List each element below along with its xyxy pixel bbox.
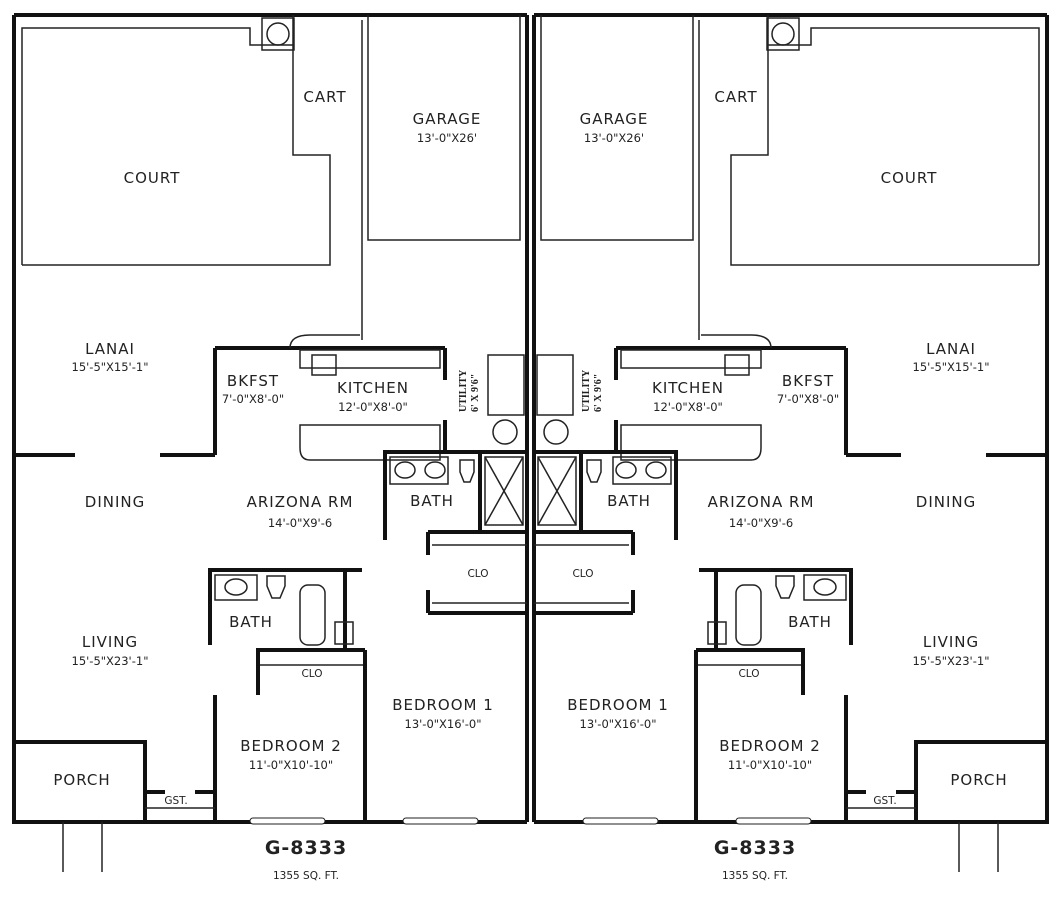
left-utility-label: UTILITY	[458, 369, 469, 412]
right-bkfst-dim-label: 7'-0"X8'-0"	[777, 392, 839, 406]
left-bath1-label: BATH	[410, 492, 454, 510]
right-arizona-label: ARIZONA RM	[708, 493, 815, 511]
right-bath1-label: BATH	[607, 492, 651, 510]
left-lanai-label: LANAI	[85, 340, 135, 358]
left-arizona-label: ARIZONA RM	[247, 493, 354, 511]
left-cart-label: CART	[303, 88, 346, 106]
left-living-dim-label: 15'-5"X23'-1"	[72, 654, 149, 668]
left-bkfst-dim-label: 7'-0"X8'-0"	[222, 392, 284, 406]
right-court-label: COURT	[881, 169, 938, 187]
left-clo1-label: CLO	[467, 568, 488, 580]
left-bedroom1-label: BEDROOM 1	[392, 696, 494, 714]
right-bedroom2-label: BEDROOM 2	[719, 737, 821, 755]
right-area-label: 1355 SQ. FT.	[722, 870, 788, 882]
right-clo1-label: CLO	[572, 568, 593, 580]
left-kitchen-label: KITCHEN	[337, 379, 409, 397]
right-living-label: LIVING	[923, 633, 979, 651]
left-gst-label: GST.	[164, 795, 187, 807]
right-kitchen-dim-label: 12'-0"X8'-0"	[653, 400, 723, 414]
left-living-label: LIVING	[82, 633, 138, 651]
right-bkfst-label: BKFST	[782, 372, 834, 390]
right-cart-label: CART	[714, 88, 757, 106]
right-utility-label: UTILITY	[581, 369, 592, 412]
right-plan-code-label: G-8333	[714, 837, 796, 859]
right-kitchen-label: KITCHEN	[652, 379, 724, 397]
left-plan-code-label: G-8333	[265, 837, 347, 859]
right-garage-label: GARAGE	[580, 110, 649, 128]
left-porch-label: PORCH	[53, 771, 110, 789]
left-garage-label: GARAGE	[413, 110, 482, 128]
right-dining-label: DINING	[916, 493, 976, 511]
left-clo2-label: CLO	[301, 668, 322, 680]
right-garage-dim-label: 13'-0"X26'	[584, 131, 644, 145]
right-clo2-label: CLO	[738, 668, 759, 680]
left-dining-label: DINING	[85, 493, 145, 511]
left-court-label: COURT	[124, 169, 181, 187]
right-arizona-dim-label: 14'-0"X9'-6	[729, 516, 793, 530]
right-bedroom2-dim-label: 11'-0"X10'-10"	[728, 758, 812, 772]
right-bath2-label: BATH	[788, 613, 832, 631]
left-lanai-dim-label: 15'-5"X15'-1"	[72, 360, 149, 374]
right-lanai-label: LANAI	[926, 340, 976, 358]
right-gst-label: GST.	[873, 795, 896, 807]
right-utility-dim-label: 6' X 9'6"	[593, 374, 604, 412]
left-bath2-label: BATH	[229, 613, 273, 631]
left-utility-dim-label: 6' X 9'6"	[470, 374, 481, 412]
left-arizona-dim-label: 14'-0"X9'-6	[268, 516, 332, 530]
right-living-dim-label: 15'-5"X23'-1"	[913, 654, 990, 668]
left-garage-dim-label: 13'-0"X26'	[417, 131, 477, 145]
right-bedroom1-dim-label: 13'-0"X16'-0"	[580, 717, 657, 731]
right-bedroom1-label: BEDROOM 1	[567, 696, 669, 714]
left-kitchen-dim-label: 12'-0"X8'-0"	[338, 400, 408, 414]
left-bedroom2-label: BEDROOM 2	[240, 737, 342, 755]
left-area-label: 1355 SQ. FT.	[273, 870, 339, 882]
left-bedroom1-dim-label: 13'-0"X16'-0"	[405, 717, 482, 731]
left-bedroom2-dim-label: 11'-0"X10'-10"	[249, 758, 333, 772]
left-bkfst-label: BKFST	[227, 372, 279, 390]
right-porch-label: PORCH	[950, 771, 1007, 789]
right-lanai-dim-label: 15'-5"X15'-1"	[913, 360, 990, 374]
